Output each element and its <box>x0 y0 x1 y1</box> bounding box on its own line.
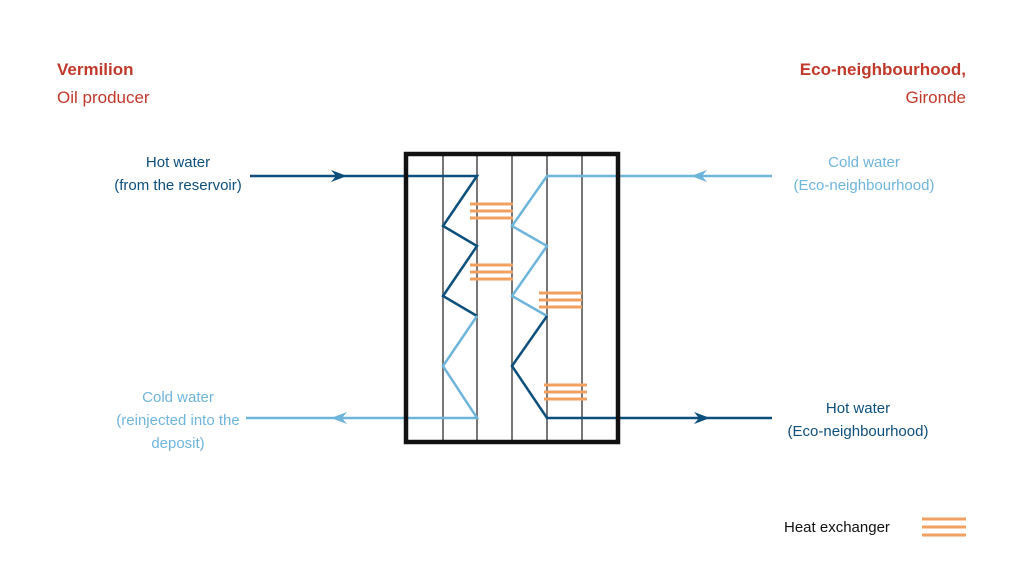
hot-water-out-line2: (Eco-neighbourhood) <box>787 423 929 440</box>
heat-exchanger-icon <box>539 291 582 309</box>
right-party-place: Gironde <box>905 88 966 107</box>
arrow-left-icon <box>331 412 347 424</box>
heat-exchanger-icon <box>544 383 587 401</box>
hot-water-out-flow <box>510 315 772 424</box>
heat-exchanger-icon <box>470 202 513 220</box>
heat-exchanger-icon <box>470 263 513 281</box>
cold-water-out-line1: Cold water <box>142 389 214 406</box>
exchanger-plates <box>442 154 583 442</box>
cold-water-out-line3: deposit) <box>151 435 205 452</box>
cold-water-out-label: Cold water (reinjected into the deposit) <box>98 386 258 455</box>
cold-water-out-line2: (reinjected into the <box>116 412 240 429</box>
hot-water-in-label: Hot water (from the reservoir) <box>98 151 258 197</box>
legend-heat-exchanger-icon <box>922 517 966 537</box>
hot-water-out-line1: Hot water <box>825 400 891 417</box>
cold-water-in-label: Cold water (Eco-neighbourhood) <box>784 151 944 197</box>
exchanger-frame <box>403 151 621 445</box>
left-party-name: Vermilion <box>57 60 134 79</box>
heat-exchanger-symbols <box>470 202 587 401</box>
hot-water-in-line1: Hot water <box>145 154 211 171</box>
hot-water-in-flow <box>250 170 480 318</box>
cold-water-in-flow <box>510 170 772 318</box>
right-party-name: Eco-neighbourhood, <box>799 60 966 79</box>
legend-label: Heat exchanger <box>784 519 890 536</box>
arrow-right-icon <box>331 170 347 182</box>
cold-water-in-line1: Cold water <box>828 154 900 171</box>
hot-water-in-line2: (from the reservoir) <box>114 177 242 194</box>
left-party-role: Oil producer <box>57 88 150 107</box>
cold-water-in-line2: (Eco-neighbourhood) <box>793 177 935 194</box>
hot-water-out-label: Hot water (Eco-neighbourhood) <box>778 397 938 443</box>
